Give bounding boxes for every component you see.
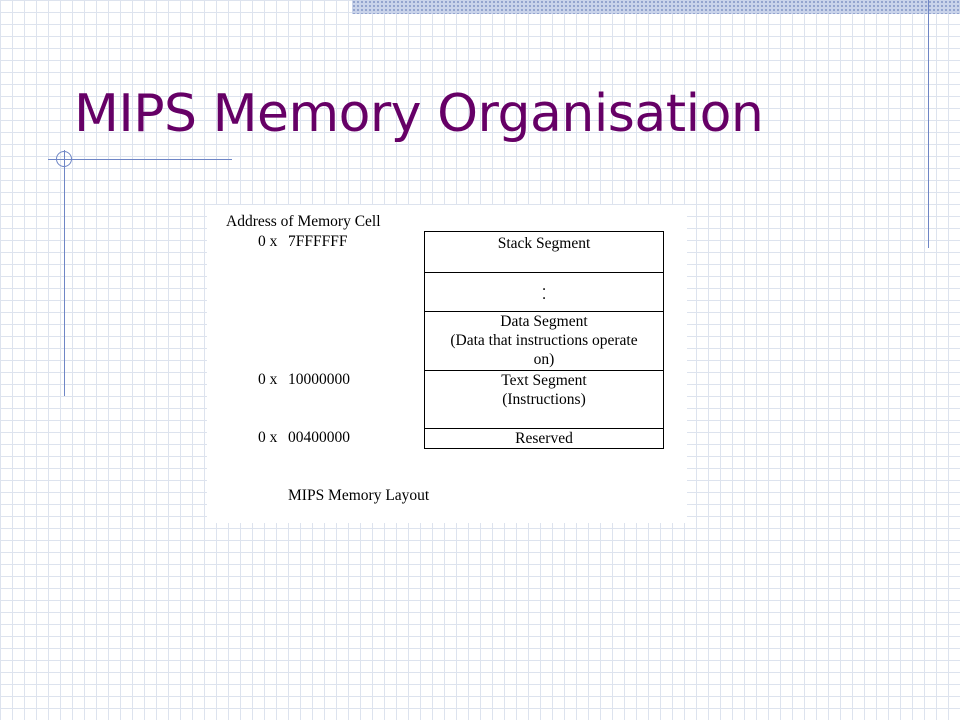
decorative-title-underline [48,159,232,160]
diagram-caption: MIPS Memory Layout [288,487,430,504]
segment-reserved: Reserved [425,429,663,448]
segment-label: Reserved [515,430,573,447]
segment-description: (Data that instructions operate [450,332,638,349]
address-column-header: Address of Memory Cell [226,213,381,230]
segment-label: Data Segment [500,313,588,330]
address-prefix: 0 x [258,233,278,250]
memory-diagram-panel [207,205,687,523]
address-label-stack-top: 0 x 7FFFFFF [258,233,347,251]
decorative-vertical-line-left [64,150,65,396]
segment-text: Text Segment (Instructions) [425,371,663,429]
address-value: 00400000 [288,429,350,446]
decorative-top-strip [352,0,960,14]
address-label-data-start: 0 x 10000000 [258,371,350,389]
address-prefix: 0 x [258,429,278,446]
decorative-corner-circle-icon [56,151,72,167]
segment-label: Stack Segment [497,235,591,252]
segment-label: Text Segment [501,372,587,389]
segment-description: on) [533,351,555,368]
segment-stack: Stack Segment [425,232,663,273]
segment-description: (Instructions) [502,391,586,408]
address-value: 7FFFFFF [288,233,348,250]
segment-dot: . [542,286,546,303]
address-prefix: 0 x [258,371,278,388]
segment-gap: . . [425,273,663,312]
decorative-vertical-line-right [928,0,929,248]
slide-title: MIPS Memory Organisation [74,84,764,144]
address-value: 10000000 [288,371,350,388]
segment-dot: . [542,277,546,294]
memory-layout-table: Stack Segment . . Data Segment (Data tha… [424,231,664,449]
segment-data: Data Segment (Data that instructions ope… [425,312,663,371]
address-label-text-start: 0 x 00400000 [258,429,350,447]
